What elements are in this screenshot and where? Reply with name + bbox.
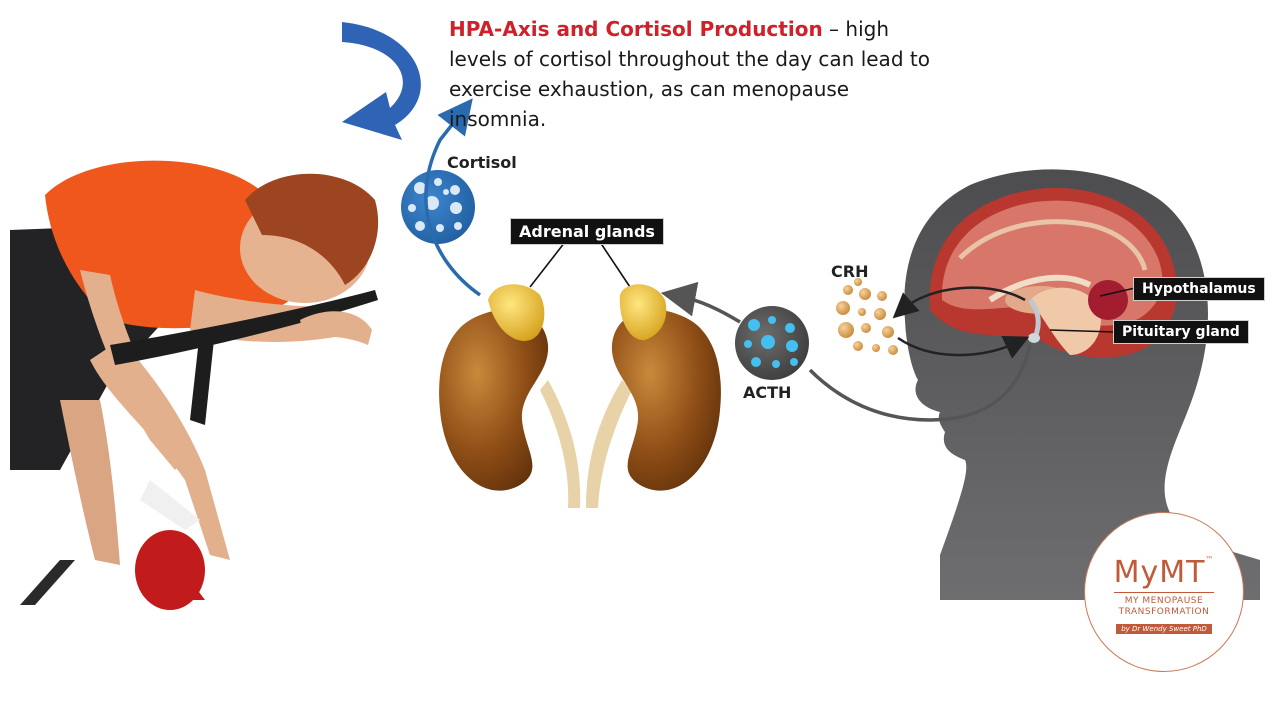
left-kidney <box>439 309 581 508</box>
adrenal-glands-label: Adrenal glands <box>510 218 664 245</box>
acth-pathway <box>808 344 1032 422</box>
cortisol-arrow <box>424 98 482 297</box>
logo-divider <box>1114 592 1214 593</box>
logo-trademark: ™ <box>1205 555 1215 564</box>
right-adrenal-gland <box>619 284 667 341</box>
curved-arrow-icon <box>342 22 421 140</box>
right-kidney <box>586 309 721 508</box>
logo-tagline-2: TRANSFORMATION <box>1118 607 1210 617</box>
logo-tagline-1: MY MENOPAUSE <box>1124 596 1204 606</box>
logo-brand: MyMT <box>1113 555 1206 590</box>
left-adrenal-gland <box>488 284 545 341</box>
crh-release-arrow <box>892 286 1026 319</box>
crh-to-pituitary-arrow <box>897 336 1030 359</box>
headline: HPA-Axis and Cortisol Production – high … <box>449 14 949 134</box>
headline-title: HPA-Axis and Cortisol Production <box>449 17 823 41</box>
logo-byline: by Dr Wendy Sweet PhD <box>1116 624 1212 634</box>
cortisol-molecule <box>401 170 475 244</box>
hypothalamus-label: Hypothalamus <box>1133 277 1265 301</box>
acth-to-adrenal-arrow <box>660 281 741 324</box>
exhausted-woman-on-bike <box>10 160 379 610</box>
headline-body: – high levels of cortisol throughout the… <box>449 17 930 131</box>
acth-label: ACTH <box>743 383 792 402</box>
acth-molecule <box>735 306 809 380</box>
pituitary-gland-label: Pituitary gland <box>1113 320 1249 344</box>
crh-particles <box>836 278 898 355</box>
crh-label: CRH <box>831 262 869 281</box>
mymt-logo: MyMT™ MY MENOPAUSE TRANSFORMATION by Dr … <box>1084 512 1244 672</box>
cortisol-label: Cortisol <box>447 153 517 172</box>
